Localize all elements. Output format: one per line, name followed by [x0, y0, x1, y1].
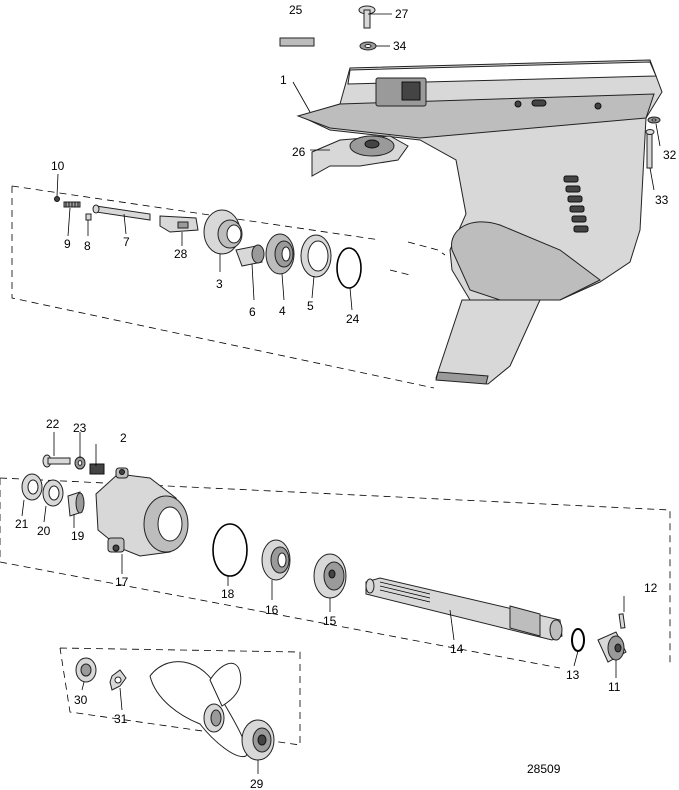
shift-shaft [92, 204, 151, 221]
washer-34 [359, 41, 377, 51]
tapered-roller-bearing [265, 233, 295, 275]
reference-number: 28509 [527, 762, 561, 776]
callout-11: 11 [608, 680, 621, 694]
callout-22: 22 [46, 417, 60, 431]
callout-12: 12 [644, 581, 658, 595]
propeller-nut [75, 657, 97, 683]
callout-23: 23 [73, 421, 87, 435]
gear-housing [296, 59, 663, 385]
retaining-ring [571, 628, 585, 652]
lower-group-outline [0, 477, 671, 746]
bearing-carrier [203, 209, 243, 255]
callout-29: 29 [250, 777, 264, 790]
decal [279, 37, 315, 47]
clutch [597, 631, 627, 663]
propeller-shaft [365, 577, 563, 641]
callout-10: 10 [51, 159, 65, 173]
cross-pin [618, 613, 626, 629]
propeller-bearing-carrier [95, 467, 189, 557]
callout-14: 14 [450, 642, 464, 656]
callout-20: 20 [37, 524, 51, 538]
water-intake-slots [563, 175, 589, 233]
housing-bolt [645, 129, 655, 169]
trim-tab [311, 135, 409, 177]
washer-23 [74, 456, 86, 470]
callout-2: 2 [120, 431, 127, 445]
needle-bearing [235, 244, 265, 267]
callout-7: 7 [123, 235, 130, 249]
oil-seal-21 [21, 473, 43, 501]
callout-24: 24 [346, 312, 360, 326]
roll-pin [85, 213, 92, 221]
needle-bearing-19 [67, 491, 85, 517]
callout-30: 30 [74, 693, 88, 707]
callout-25: 25 [289, 3, 303, 17]
carrier-bolt [42, 454, 71, 468]
upper-group-outline [11, 185, 446, 389]
callout-13: 13 [566, 668, 580, 682]
callout-19: 19 [71, 529, 85, 543]
callout-labels: 1 2 3 4 5 6 7 8 9 10 11 12 13 14 15 16 1… [15, 3, 677, 790]
spring-2 [89, 463, 105, 475]
callout-6: 6 [249, 305, 256, 319]
callout-5: 5 [307, 299, 314, 313]
leader-lines [21, 13, 661, 774]
callout-17: 17 [115, 575, 129, 589]
thrust-hub [241, 719, 275, 761]
callout-15: 15 [323, 614, 337, 628]
detent-ball [54, 196, 60, 202]
callout-3: 3 [216, 277, 223, 291]
callout-26: 26 [292, 145, 306, 159]
propeller [149, 661, 248, 758]
callout-33: 33 [655, 193, 669, 207]
o-ring-18 [212, 523, 248, 577]
reverse-gear [313, 553, 347, 599]
detent-spring [63, 201, 81, 208]
trim-tab-bolt [358, 5, 376, 29]
callout-28: 28 [174, 247, 188, 261]
tab-washer [109, 669, 127, 691]
callout-31: 31 [114, 712, 128, 726]
callout-1: 1 [280, 73, 287, 87]
callout-34: 34 [393, 39, 407, 53]
callout-27: 27 [395, 7, 409, 21]
o-ring-24 [336, 247, 362, 289]
callout-9: 9 [64, 237, 71, 251]
shift-cam [159, 215, 199, 233]
washer-32 [647, 116, 661, 124]
callout-16: 16 [265, 603, 279, 617]
callout-8: 8 [84, 239, 91, 253]
callout-32: 32 [663, 148, 677, 162]
ball-bearing-16 [261, 539, 291, 581]
oil-seal-20 [42, 479, 64, 507]
bearing-race [300, 234, 332, 278]
callout-21: 21 [15, 517, 29, 531]
callout-18: 18 [221, 587, 235, 601]
callout-4: 4 [279, 304, 286, 318]
